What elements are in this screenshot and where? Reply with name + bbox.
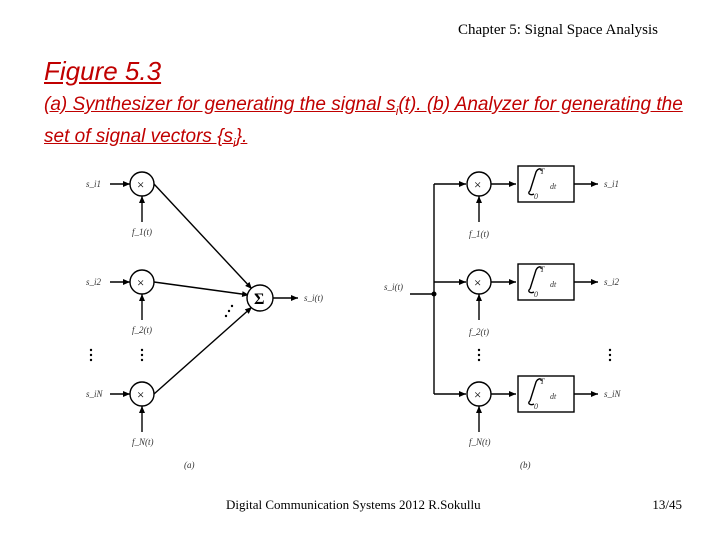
- diagram-label-a: (a): [184, 460, 195, 470]
- ellipsis-dots-a: [89, 304, 234, 362]
- figure-caption: (a) Synthesizer for generating the signa…: [44, 92, 694, 156]
- int-upper-2: T: [540, 265, 545, 274]
- int-dt-2: dt: [550, 280, 557, 289]
- synthesizer-diagram: [110, 171, 298, 432]
- basis-label-b-2: f_2(t): [469, 327, 489, 337]
- integral-sign-2: [528, 266, 542, 294]
- output-label-b-1: s_i1: [604, 179, 619, 189]
- coef-label-2: s_i2: [86, 277, 102, 287]
- multiplier-marks-b: × × ×: [474, 177, 481, 402]
- caption-sub-2: i: [233, 135, 236, 150]
- summer-node: [246, 284, 274, 312]
- basis-label-a-1: f_1(t): [132, 227, 152, 237]
- basis-label-a-2: f_2(t): [132, 325, 152, 335]
- caption-sub-1: i: [395, 103, 399, 118]
- product-N-line: [153, 306, 253, 395]
- times-symbol-1: ×: [137, 177, 144, 192]
- times-symbol-2: ×: [137, 275, 144, 290]
- integrator-N: [517, 375, 575, 413]
- coef-label-1: s_i1: [86, 179, 101, 189]
- multiplier-N: [129, 381, 155, 407]
- multiplier-b-1: [466, 171, 492, 197]
- basis-label-b-N: f_N(t): [469, 437, 491, 447]
- figure-title: Figure 5.3: [44, 56, 162, 86]
- multiplier-b-2: [466, 269, 492, 295]
- product-1-line: [153, 183, 253, 290]
- times-symbol-b-N: ×: [474, 387, 481, 402]
- caption-text-2: (t). (b) Analyzer for generating the set…: [44, 94, 683, 147]
- output-label-a: s_i(t): [304, 293, 323, 303]
- caption-text-3: }.: [235, 125, 248, 147]
- multiplier-2: [129, 269, 155, 295]
- integrator-2: [517, 263, 575, 301]
- times-symbol-N: ×: [137, 387, 144, 402]
- integrator-1: [517, 165, 575, 203]
- integral-sign-1: [528, 168, 542, 196]
- output-label-b-2: s_i2: [604, 277, 620, 287]
- int-dt-1: dt: [550, 182, 557, 191]
- integral-sign-N: [528, 378, 542, 406]
- page-number: 13/45: [652, 497, 682, 512]
- basis-label-b-1: f_1(t): [469, 229, 489, 239]
- output-label-b-N: s_iN: [604, 389, 622, 399]
- times-symbol-b-2: ×: [474, 275, 481, 290]
- coef-label-N: s_iN: [86, 389, 104, 399]
- summer-symbol: Σ: [254, 291, 264, 308]
- int-lower-1: 0: [534, 192, 538, 201]
- input-label-b: s_i(t): [384, 282, 403, 292]
- int-upper-N: T: [540, 377, 545, 386]
- footer-course: Digital Communication Systems 2012 R.Sok…: [226, 497, 481, 512]
- multiplier-marks-a: × × ×: [137, 177, 144, 402]
- caption-text-1: (a) Synthesizer for generating the signa…: [44, 94, 396, 115]
- int-lower-2: 0: [534, 290, 538, 299]
- input-junction: [431, 291, 437, 297]
- integrator-labels: T 0 dt T 0 dt T 0 dt: [534, 167, 557, 411]
- int-upper-1: T: [540, 167, 545, 176]
- product-2-line: [153, 281, 250, 298]
- ellipsis-dots-b: [477, 348, 612, 362]
- int-lower-N: 0: [534, 402, 538, 411]
- chapter-header: Chapter 5: Signal Space Analysis: [458, 22, 658, 38]
- times-symbol-b-1: ×: [474, 177, 481, 192]
- diagram-label-b: (b): [520, 460, 531, 470]
- basis-label-a-N: f_N(t): [132, 437, 154, 447]
- multiplier-1: [129, 171, 155, 197]
- multiplier-b-N: [466, 381, 492, 407]
- analyzer-diagram: [410, 165, 598, 432]
- int-dt-N: dt: [550, 392, 557, 401]
